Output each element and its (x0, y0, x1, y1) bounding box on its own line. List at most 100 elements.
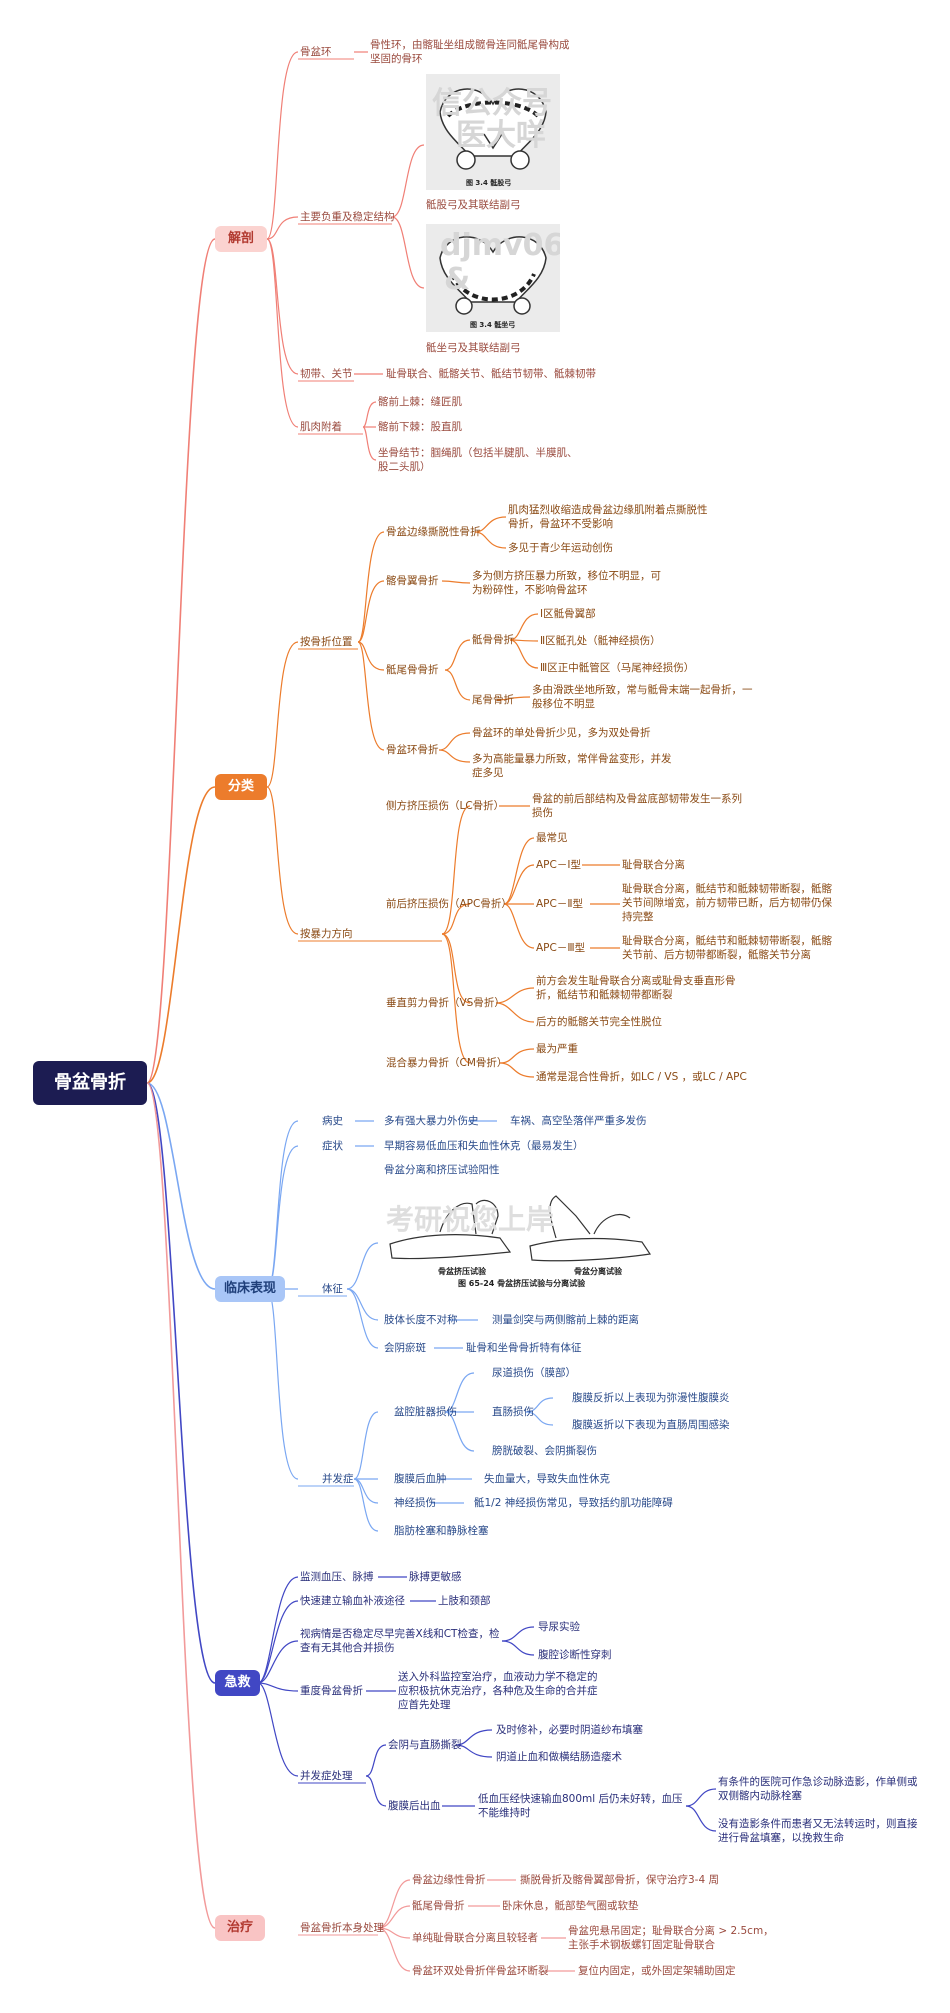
node-pelvic-ring-desc[interactable]: 骨性环，由髂耻坐组成髋骨连同骶尾骨构成坚固的骨环 (370, 39, 570, 65)
branch-clinical[interactable]: 临床表现 (215, 1276, 285, 1302)
node-pubic[interactable]: 单纯耻骨联合分离且较轻者 (412, 1932, 538, 1944)
node-sign[interactable]: 体征 (322, 1283, 343, 1295)
node-cm-2[interactable]: 通常是混合性骨折，如LC / VS ，或LC / APC (536, 1071, 747, 1083)
node-urethra[interactable]: 尿道损伤（膜部） (492, 1367, 576, 1379)
node-exam[interactable]: 视病情是否稳定尽早完善X线和CT检查，检查有无其他合并损伤 (300, 1628, 500, 1654)
node-muscles[interactable]: 肌肉附着 (300, 421, 342, 433)
node-severe-desc[interactable]: 送入外科监控室治疗，血液动力学不稳定的应积极抗休克治疗，各种危及生命的合并症应首… (398, 1671, 598, 1711)
node-edge[interactable]: 骨盆边缘性骨折 (412, 1874, 486, 1886)
node-vs-1[interactable]: 前方会发生耻骨联合分离或耻骨支垂直形骨折，骶结节和骶棘韧带都断裂 (536, 975, 736, 1001)
node-apc-3[interactable]: APC－Ⅲ型 (536, 942, 586, 954)
node-lc-desc[interactable]: 骨盆的前后部结构及骨盆底部韧带发生一系列损伤 (532, 793, 742, 819)
node-rectum-1[interactable]: 腹膜反折以上表现为弥漫性腹膜炎 (572, 1392, 730, 1404)
node-muscle-1[interactable]: 髂前上棘：缝匠肌 (378, 396, 462, 408)
node-iliac-wing-desc[interactable]: 多为侧方挤压暴力所致，移位不明显，可为粉碎性，不影响骨盆环 (472, 570, 661, 596)
node-apc-1[interactable]: APC－Ⅰ型 (536, 859, 581, 871)
node-vs-2[interactable]: 后方的骶髂关节完全性脱位 (536, 1016, 662, 1028)
node-retro-1[interactable]: 有条件的医院可作急诊动脉造影，作单侧或双侧髂内动脉栓塞 (718, 1776, 918, 1802)
node-retro-2[interactable]: 没有造影条件而患者又无法转运时，则直接进行骨盆填塞，以挽救生命 (718, 1818, 918, 1844)
node-apc-3-desc[interactable]: 耻骨联合分离，骶结节和骶棘韧带断裂，骶髂关节前、后方韧带都断裂，骶髂关节分离 (622, 935, 832, 961)
node-perineum[interactable]: 会阴瘀斑 (384, 1342, 426, 1354)
node-embolism[interactable]: 脂肪栓塞和静脉栓塞 (394, 1525, 489, 1537)
node-exam-1[interactable]: 导尿实验 (538, 1621, 580, 1633)
node-sacro[interactable]: 骶尾骨骨折 (412, 1900, 465, 1912)
node-monitor-desc[interactable]: 脉搏更敏感 (409, 1571, 462, 1583)
node-comp[interactable]: 并发症处理 (300, 1770, 353, 1782)
node-history[interactable]: 病史 (322, 1115, 343, 1127)
node-muscle-2[interactable]: 髂前下棘：股直肌 (378, 421, 462, 433)
node-bladder[interactable]: 膀胱破裂、会阴撕裂伤 (492, 1445, 597, 1457)
branch-anatomy[interactable]: 解剖 (215, 226, 267, 252)
node-history-desc[interactable]: 多有强大暴力外伤史 (384, 1115, 479, 1127)
node-vs[interactable]: 垂直剪力骨折（VS骨折） (386, 997, 505, 1009)
node-nerve-desc[interactable]: 骶1/2 神经损伤常见，导致括约肌功能障碍 (474, 1497, 673, 1509)
node-monitor[interactable]: 监测血压、脉搏 (300, 1571, 374, 1583)
node-exam-2[interactable]: 腹腔诊断性穿刺 (538, 1649, 612, 1661)
root-topic[interactable]: 骨盆骨折 (33, 1061, 147, 1105)
node-complication[interactable]: 并发症 (322, 1473, 354, 1485)
node-sacrococcygeal[interactable]: 骶尾骨骨折 (386, 664, 439, 676)
node-limb[interactable]: 肢体长度不对称 (384, 1314, 458, 1326)
node-history-detail[interactable]: 车祸、高空坠落伴严重多发伤 (510, 1115, 647, 1127)
node-perineal-1[interactable]: 及时修补，必要时阴道纱布填塞 (496, 1724, 643, 1736)
node-symptom-desc[interactable]: 早期容易低血压和失血性休克（最易发生） (384, 1140, 584, 1152)
node-transfusion[interactable]: 快速建立输血补液途径 (300, 1595, 405, 1607)
node-symptom[interactable]: 症状 (322, 1140, 343, 1152)
node-sacroischial-arch[interactable]: 骶坐弓及其联结副弓 (426, 342, 521, 354)
node-sacral-zone-2[interactable]: Ⅱ区骶孔处（骶神经损伤） (540, 635, 661, 647)
node-nerve[interactable]: 神经损伤 (394, 1497, 436, 1509)
node-apc-2[interactable]: APC－Ⅱ型 (536, 898, 584, 910)
node-apc-common[interactable]: 最常见 (536, 832, 568, 844)
node-pelvic-ring[interactable]: 骨盆环 (300, 46, 332, 58)
node-iliac-wing[interactable]: 髂骨翼骨折 (386, 575, 439, 587)
node-sacro-desc[interactable]: 卧床休息，骶部垫气圈或软垫 (502, 1900, 639, 1912)
node-perineal-2[interactable]: 阴道止血和做横结肠造瘘术 (496, 1751, 622, 1763)
node-retro[interactable]: 腹膜后出血 (388, 1800, 441, 1812)
node-avulsion[interactable]: 骨盆边缘撕脱性骨折 (386, 526, 481, 538)
node-muscle-3[interactable]: 坐骨结节：腘绳肌（包括半腱肌、半膜肌、股二头肌） (378, 447, 578, 473)
node-double-desc[interactable]: 复位内固定，或外固定架辅助固定 (578, 1965, 736, 1977)
node-cm-1[interactable]: 最为严重 (536, 1043, 578, 1055)
node-apc-1-desc[interactable]: 耻骨联合分离 (622, 859, 685, 871)
branch-emergency[interactable]: 急救 (215, 1670, 260, 1696)
node-cm[interactable]: 混合暴力骨折（CM骨折） (386, 1057, 508, 1069)
node-structures[interactable]: 主要负重及稳定结构 (300, 211, 395, 223)
node-perineum-desc[interactable]: 耻骨和坐骨骨折特有体征 (466, 1342, 582, 1354)
node-avulsion-1[interactable]: 肌肉猛烈收缩造成骨盆边缘肌附着点撕脱性骨折，骨盆环不受影响 (508, 504, 708, 530)
node-ring-1[interactable]: 骨盆环的单处骨折少见，多为双处骨折 (472, 727, 651, 739)
node-organ[interactable]: 盆腔脏器损伤 (394, 1406, 457, 1418)
node-perineal[interactable]: 会阴与直肠撕裂 (388, 1739, 462, 1751)
node-rectum-2[interactable]: 腹膜返折以下表现为直肠周围感染 (572, 1419, 730, 1431)
node-apc[interactable]: 前后挤压损伤（APC骨折） (386, 898, 512, 910)
node-coccyx-desc[interactable]: 多由滑跌坐地所致，常与骶骨末端一起骨折，一般移位不明显 (532, 684, 753, 710)
node-retro-desc[interactable]: 低血压经快速输血800ml 后仍未好转，血压不能维持时 (478, 1793, 683, 1819)
node-lc[interactable]: 侧方挤压损伤（LC骨折） (386, 800, 505, 812)
node-self[interactable]: 骨盆骨折本身处理 (300, 1922, 384, 1934)
node-ligaments[interactable]: 韧带、关节 (300, 368, 353, 380)
node-limb-desc[interactable]: 测量剑突与两侧髂前上棘的距离 (492, 1314, 639, 1326)
node-sacrofemoral-arch[interactable]: 骶股弓及其联结副弓 (426, 199, 521, 211)
node-sacral-zone-3[interactable]: Ⅲ区正中骶管区（马尾神经损伤） (540, 662, 695, 674)
node-ring[interactable]: 骨盆环骨折 (386, 744, 439, 756)
node-by-force[interactable]: 按暴力方向 (300, 928, 353, 940)
node-severe[interactable]: 重度骨盆骨折 (300, 1685, 363, 1697)
branch-classification[interactable]: 分类 (215, 774, 267, 800)
node-hematoma-desc[interactable]: 失血量大，导致失血性休克 (484, 1473, 610, 1485)
node-ring-2[interactable]: 多为高能量暴力所致，常伴骨盆变形，并发症多见 (472, 753, 672, 779)
node-rectum[interactable]: 直肠损伤 (492, 1406, 534, 1418)
node-apc-2-desc[interactable]: 耻骨联合分离，骶结节和骶棘韧带断裂，骶髂关节间隙增宽，前方韧带已断，后方韧带仍保… (622, 883, 832, 923)
node-by-location[interactable]: 按骨折位置 (300, 636, 353, 648)
node-sacral[interactable]: 骶骨骨折 (472, 634, 514, 646)
node-avulsion-2[interactable]: 多见于青少年运动创伤 (508, 542, 613, 554)
node-sign-test[interactable]: 骨盆分离和挤压试验阳性 (384, 1164, 500, 1176)
node-transfusion-desc[interactable]: 上肢和颈部 (438, 1595, 491, 1607)
node-hematoma[interactable]: 腹膜后血肿 (394, 1473, 447, 1485)
node-ligaments-desc[interactable]: 耻骨联合、骶髂关节、骶结节韧带、骶棘韧带 (386, 368, 596, 380)
branch-treatment[interactable]: 治疗 (215, 1915, 265, 1941)
node-coccyx[interactable]: 尾骨骨折 (472, 694, 514, 706)
node-pubic-desc[interactable]: 骨盆兜悬吊固定；耻骨联合分离 > 2.5cm，主张手术钢板螺钉固定耻骨联合 (568, 1925, 774, 1951)
watermark-2a: djmv06 (440, 228, 560, 263)
node-sacral-zone-1[interactable]: Ⅰ区骶骨翼部 (540, 608, 596, 620)
node-edge-desc[interactable]: 撕脱骨折及髂骨翼部骨折，保守治疗3-4 周 (520, 1874, 719, 1886)
node-double[interactable]: 骨盆环双处骨折伴骨盆环断裂 (412, 1965, 549, 1977)
